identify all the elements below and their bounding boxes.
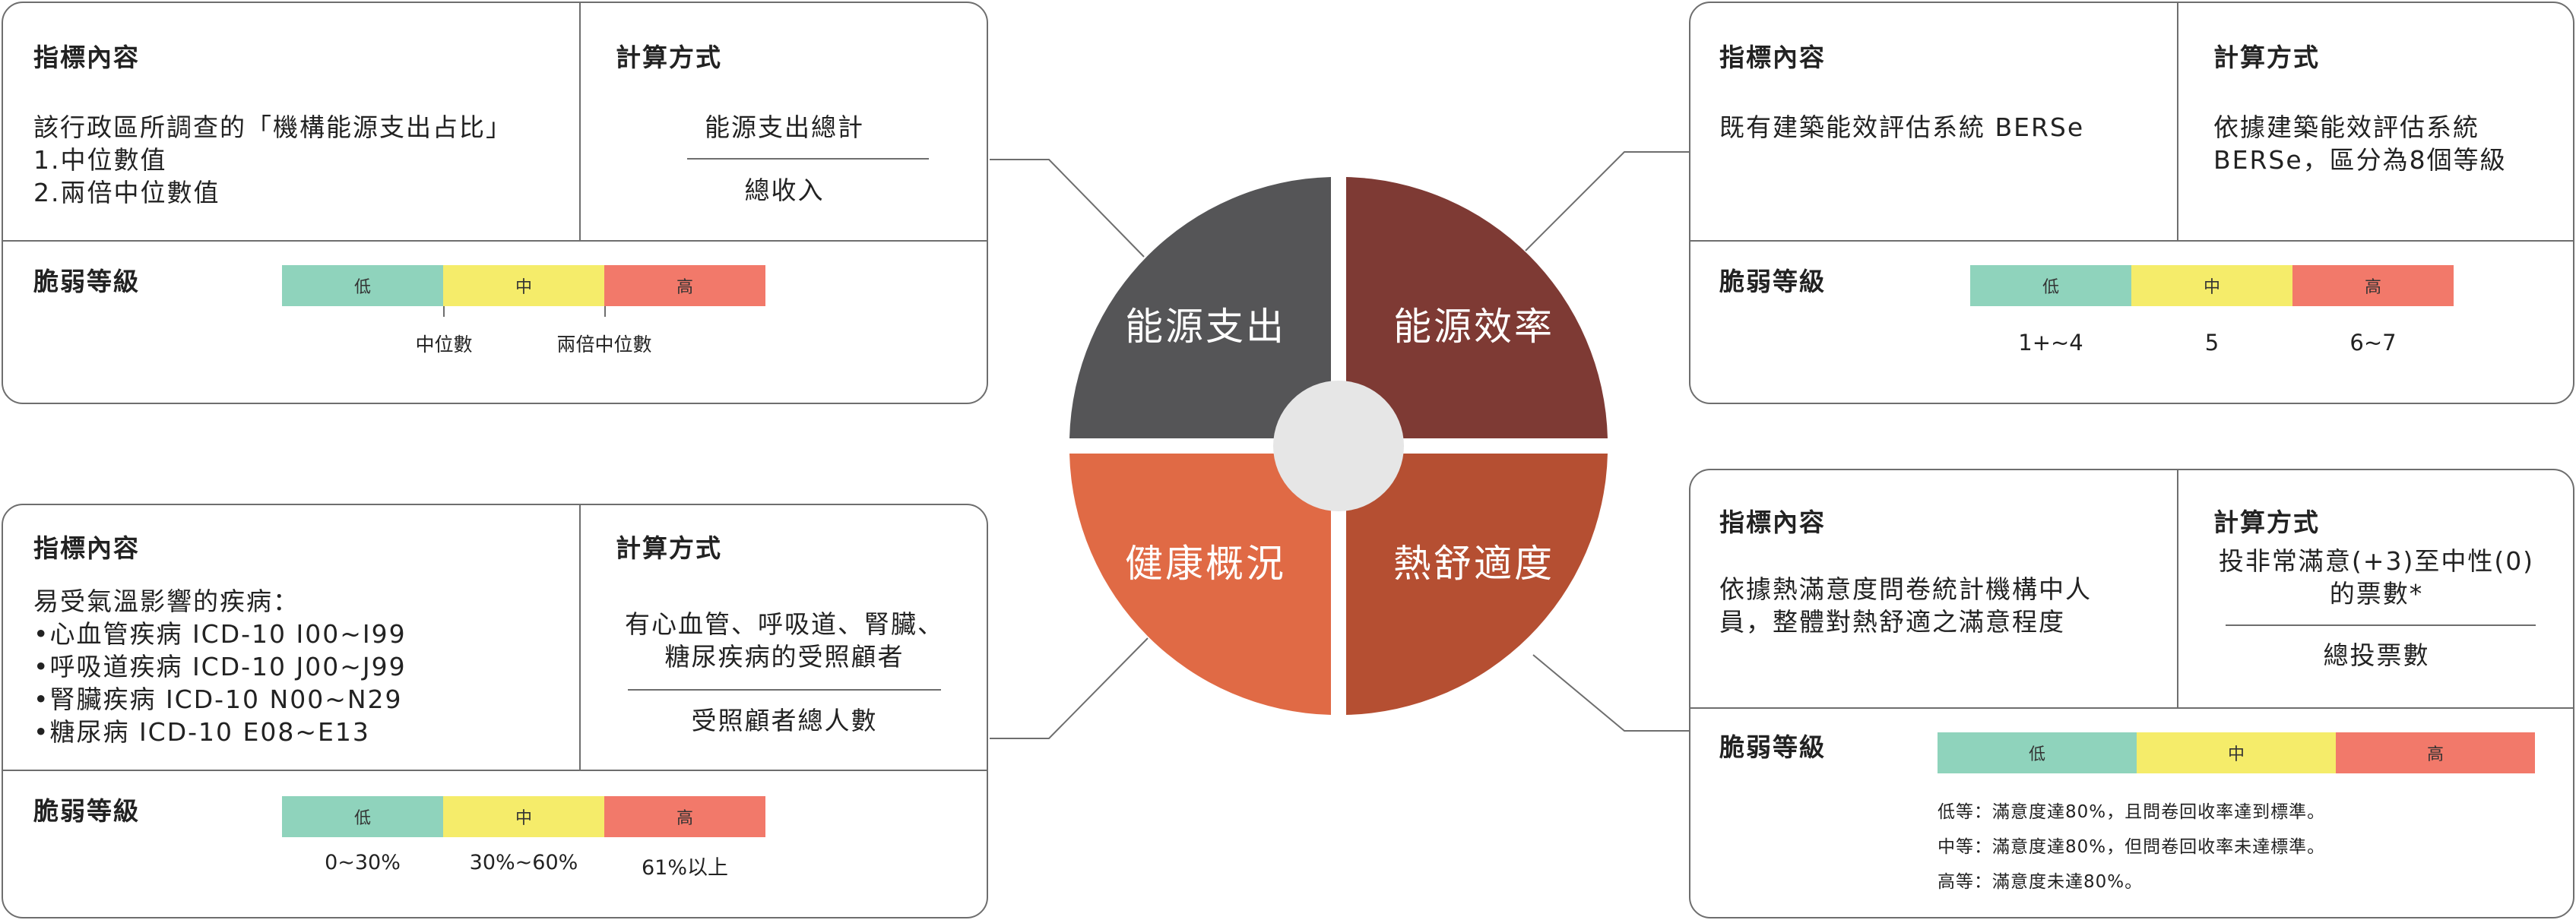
indicator-heading: 指標內容 [33,43,140,72]
connector-energy-cost [990,159,1145,258]
vulnerability-heading: 脆弱等級 [1719,732,1826,762]
quadrant-label-thermal: 熱舒適度 [1393,542,1554,586]
tick-label-median: 中位數 [415,334,473,356]
indicator-heading: 指標內容 [33,533,140,563]
indicator-heading: 指標內容 [1719,43,1826,72]
quadrant-health [1069,454,1331,715]
vulnerability-bar: 低 中 高 [282,796,765,837]
level-note-high: 高等：滿意度未達80%。 [1938,872,2143,892]
wheel-hub [1273,381,1404,511]
method-heading: 計算方式 [2213,43,2320,72]
quadrant-label-energy-cost: 能源支出 [1125,305,1286,349]
level-mid: 中 [443,796,604,837]
level-mid: 中 [2131,265,2292,306]
connector-health [990,637,1149,739]
level-mid: 中 [2137,732,2336,773]
method-heading: 計算方式 [616,533,722,563]
level-low: 低 [282,796,443,837]
vulnerability-heading: 脆弱等級 [1719,267,1826,296]
level-label-mid: 30%~60% [469,851,578,874]
quadrant-energy-cost [1069,177,1331,438]
method-content: 依據建築能效評估系統 BERSe，區分為8個等級 [2213,112,2507,175]
level-label-high: 6~7 [2349,330,2397,356]
level-high: 高 [604,265,765,306]
card-energy-efficiency: 指標內容 既有建築能效評估系統 BERSe 計算方式 依據建築能效評估系統 BE… [1689,2,2574,404]
method-denominator: 總收入 [744,175,825,205]
vulnerability-heading: 脆弱等級 [33,267,140,296]
level-high: 高 [2292,265,2454,306]
quadrant-label-health: 健康概況 [1125,542,1286,586]
quadrant-thermal [1346,454,1608,715]
card-energy-cost: 指標內容 該行政區所調查的「機構能源支出占比」 1.中位數值 2.兩倍中位數值 … [2,2,988,404]
method-numerator: 投非常滿意(+3)至中性(0) 的票數* [2218,546,2535,609]
level-low: 低 [282,265,443,306]
indicator-heading: 指標內容 [1719,507,1826,537]
method-numerator: 有心血管、呼吸道、腎臟、 糖尿疾病的受照顧者 [625,609,944,672]
level-note-mid: 中等：滿意度達80%，但問卷回收率未達標準。 [1938,837,2326,857]
method-numerator: 能源支出總計 [705,112,864,142]
card-health: 指標內容 易受氣溫影響的疾病： •心血管疾病 ICD-10 I00~I99 •呼… [2,504,988,918]
indicator-content: 該行政區所調查的「機構能源支出占比」 1.中位數值 2.兩倍中位數值 [33,112,512,207]
indicator-content: 依據熱滿意度問卷統計機構中人 員，整體對熱舒適之滿意程度 [1719,574,2092,637]
method-denominator: 受照顧者總人數 [691,706,878,735]
level-mid: 中 [443,265,604,306]
connector-energy-efficiency [1525,151,1689,251]
level-high: 高 [2336,732,2535,773]
level-low: 低 [1938,732,2137,773]
level-high: 高 [604,796,765,837]
indicator-content: 既有建築能效評估系統 BERSe [1719,112,2085,142]
level-label-low: 1+~4 [2018,330,2083,356]
level-label-high: 61%以上 [641,856,728,880]
quadrant-label-energy-efficiency: 能源效率 [1393,305,1554,349]
level-low: 低 [1970,265,2131,306]
level-note-low: 低等：滿意度達80%，且問卷回收率達到標準。 [1938,802,2326,822]
method-heading: 計算方式 [616,43,722,72]
card-thermal-comfort: 指標內容 依據熱滿意度問卷統計機構中人 員，整體對熱舒適之滿意程度 計算方式 投… [1689,469,2574,918]
level-label-low: 0~30% [325,851,401,874]
level-label-mid: 5 [2204,330,2220,356]
vulnerability-bar: 低 中 高 [282,265,765,306]
indicator-content: 易受氣溫影響的疾病： •心血管疾病 ICD-10 I00~I99 •呼吸道疾病 … [33,586,407,747]
vulnerability-bar: 低 中 高 [1970,265,2454,306]
method-denominator: 總投票數 [2323,640,2430,670]
tick-label-double-median: 兩倍中位數 [556,334,652,356]
method-heading: 計算方式 [2213,507,2320,537]
vulnerability-bar: 低 中 高 [1938,732,2535,773]
vulnerability-heading: 脆弱等級 [33,796,140,826]
quadrant-energy-efficiency [1346,177,1608,438]
connector-thermal [1532,654,1689,732]
